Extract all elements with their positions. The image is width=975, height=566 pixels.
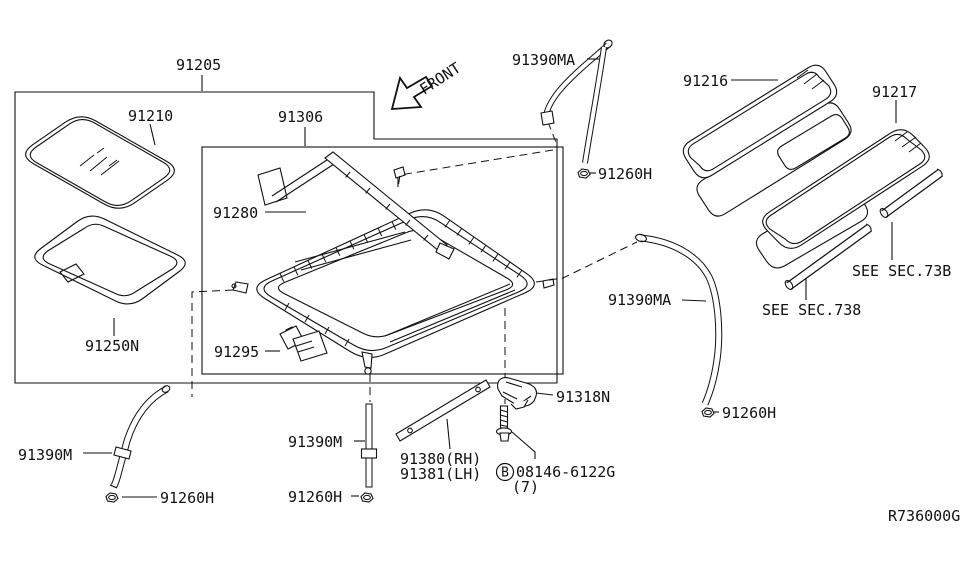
wind-deflector-art — [257, 151, 455, 260]
inner-track-lines — [294, 231, 516, 343]
shade-cutout — [777, 113, 850, 171]
drain-clip-left — [105, 492, 119, 503]
rail-hatching-rear — [279, 214, 411, 282]
part-label-bolt: 08146-6122G — [516, 463, 615, 481]
part-labels: 91205 91210 91306 91390MA 91216 91217 91… — [18, 51, 960, 525]
drain-spigots — [231, 166, 555, 375]
part-label-91216: 91216 — [683, 72, 728, 90]
part-label-91390m-center: 91390M — [288, 433, 342, 451]
drain-hose-left-art — [109, 385, 171, 489]
glass-lid-art — [25, 116, 175, 209]
front-arrow-icon — [390, 75, 434, 110]
part-label-91260h-left: 91260H — [160, 489, 214, 507]
frame-assembly-art — [231, 151, 555, 375]
drain-clip-center — [360, 492, 374, 503]
bolt-marker-circle — [495, 462, 515, 482]
leader-91318n — [535, 392, 554, 396]
sunshade-group-art — [682, 64, 943, 290]
part-label-91260h-top: 91260H — [598, 165, 652, 183]
bolt-art — [495, 405, 513, 442]
bracket-art — [497, 377, 538, 410]
box-91306 — [201, 146, 564, 375]
glass-reflection-marks — [79, 147, 120, 176]
assembly-boxes — [14, 91, 564, 384]
leader-bolt — [511, 431, 536, 459]
rail-strip-art — [395, 379, 491, 442]
part-label-91306: 91306 — [278, 108, 323, 126]
dashed-locator-lines — [191, 121, 638, 404]
drain-hose-front-strand2 — [582, 46, 607, 164]
shade-rear-panel-91217 — [762, 129, 930, 249]
part-label-91250n: 91250N — [85, 337, 139, 355]
part-label-91260h-right: 91260H — [722, 404, 776, 422]
drain-hose-front-art — [540, 39, 613, 126]
leader-91380 — [446, 418, 451, 450]
shade-front-panel-91216 — [682, 64, 838, 179]
drain-hose-center-art — [360, 403, 378, 488]
part-label-91280: 91280 — [213, 204, 258, 222]
sec-ref-73b: SEE SEC.73B — [852, 262, 951, 280]
seal-tab — [59, 263, 85, 283]
part-label-91381lh: 91381(LH) — [400, 465, 481, 483]
leader-91390ma-mid — [681, 299, 707, 302]
part-label-91390ma-top: 91390MA — [512, 51, 575, 69]
seal-rail-art — [34, 215, 186, 305]
part-label-91380rh: 91380(RH) — [400, 450, 481, 468]
part-label-91217: 91217 — [872, 83, 917, 101]
drain-hose-rear-art — [635, 233, 723, 406]
part-label-91260h-center: 91260H — [288, 488, 342, 506]
bolt-marker-letter: B — [501, 466, 509, 481]
part-label-91295: 91295 — [214, 343, 259, 361]
rail-hatching-right — [444, 219, 523, 278]
leader-91210 — [149, 123, 156, 146]
part-label-91390m-left: 91390M — [18, 446, 72, 464]
shade-front-lower-panel — [696, 102, 852, 217]
front-direction-arrow — [390, 75, 434, 110]
shade-roller-73b — [879, 168, 943, 218]
part-label-91210: 91210 — [128, 107, 173, 125]
part-label-91318n: 91318N — [556, 388, 610, 406]
drain-clip-right — [701, 407, 715, 418]
leader-lines — [83, 58, 897, 498]
rail-hatching-front — [284, 302, 350, 347]
sec-ref-738: SEE SEC.738 — [762, 301, 861, 319]
shade-roller-738 — [784, 223, 872, 290]
motor-art — [279, 325, 328, 362]
part-label-91390ma-mid: 91390MA — [608, 291, 671, 309]
part-label-91205: 91205 — [176, 56, 221, 74]
drain-clip-top — [577, 168, 591, 179]
diagram-ref-code: R736000G — [888, 507, 960, 525]
front-direction-label: FRONT — [416, 59, 464, 99]
box-91205 — [14, 91, 558, 384]
bolt-quantity: (7) — [512, 478, 539, 496]
